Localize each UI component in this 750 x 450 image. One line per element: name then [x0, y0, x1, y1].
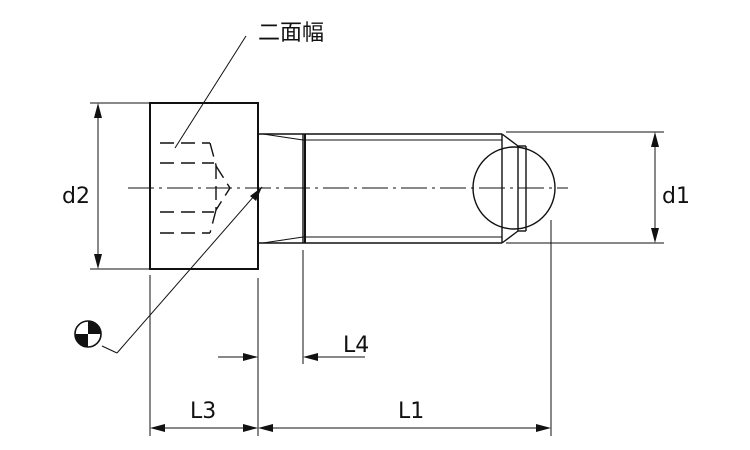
label-width-across-flats: 二面幅 — [258, 21, 324, 46]
dimension-L4: L4 — [218, 250, 369, 436]
dimension-L1: L1 — [258, 220, 552, 436]
dimension-d2: d2 — [62, 102, 150, 270]
dimension-L3: L3 — [149, 275, 258, 436]
dimension-d1: d1 — [506, 131, 690, 244]
head-outline — [149, 102, 259, 270]
leader-width-across-flats: 二面幅 — [174, 21, 324, 149]
label-L4: L4 — [343, 333, 369, 358]
threaded-shank — [303, 133, 527, 244]
label-L3: L3 — [190, 399, 216, 424]
screw-head — [149, 102, 259, 270]
label-d1: d1 — [662, 184, 690, 209]
label-d2: d2 — [62, 184, 90, 209]
label-L1: L1 — [398, 399, 424, 424]
center-of-gravity-icon — [74, 320, 102, 348]
center-of-gravity-group — [74, 186, 263, 354]
